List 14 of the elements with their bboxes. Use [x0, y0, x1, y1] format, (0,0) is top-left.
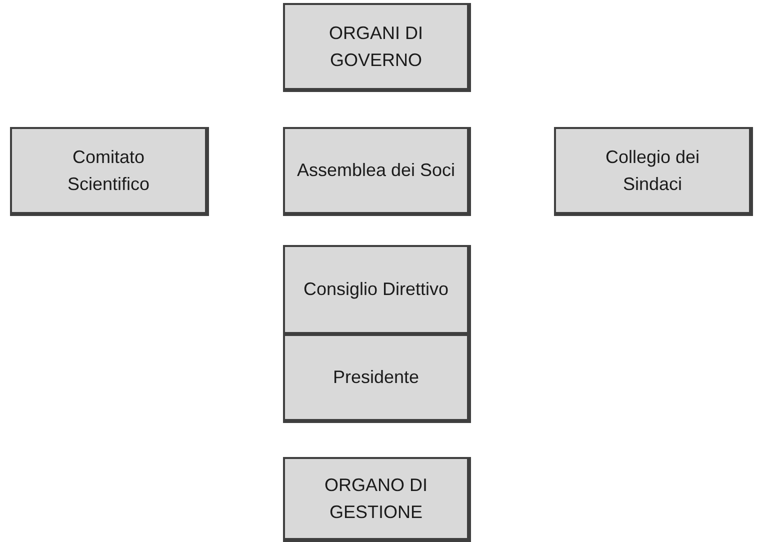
node-label: ORGANO DI GESTIONE	[323, 474, 428, 524]
process-box	[283, 127, 471, 216]
node-label: Consiglio Direttivo	[303, 278, 449, 302]
process-box	[554, 127, 753, 216]
node-label: Comitato Scientifico	[66, 146, 151, 196]
heading-box	[283, 457, 471, 542]
node-label: Assemblea dei Soci	[296, 159, 456, 182]
process-box	[10, 127, 209, 216]
process-box	[283, 334, 471, 423]
node-label: ORGANI DI GOVERNO	[328, 22, 424, 72]
heading-box	[283, 3, 471, 92]
node-label: Presidente	[332, 366, 420, 390]
process-box	[283, 245, 471, 336]
node-label: Collegio dei Sindaci	[604, 146, 701, 196]
